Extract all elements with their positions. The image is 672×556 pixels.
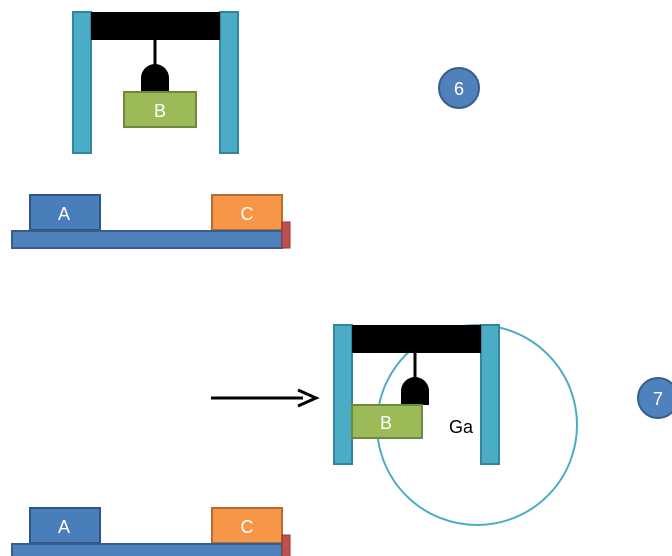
scene-bottom: B Ga 7 A C [11, 324, 672, 556]
gate-label: Ga [449, 417, 474, 437]
block-a-label: A [58, 204, 70, 224]
block-a [29, 507, 101, 544]
arrow-head-icon [297, 388, 320, 408]
gantry-left-post [72, 11, 92, 154]
platform-stopper [281, 221, 291, 249]
gripper-icon [401, 377, 429, 405]
platform [11, 230, 283, 249]
block-c [211, 507, 283, 544]
step-badge [438, 67, 480, 109]
block-b-label: B [380, 413, 392, 433]
gantry-left-post [333, 324, 353, 465]
step-badge [637, 377, 672, 419]
gantry-beam [352, 325, 481, 353]
gantry-beam [91, 12, 220, 40]
step-badge-label: 7 [653, 389, 663, 409]
block-b [123, 91, 197, 128]
scene-top: B A C 6 [11, 11, 480, 249]
gripper-icon [141, 64, 169, 92]
block-b-label: B [154, 101, 166, 121]
platform-stopper [281, 534, 291, 556]
gantry-right-post [480, 324, 500, 465]
block-a-label: A [58, 517, 70, 537]
gantry-right-post [219, 11, 239, 154]
block-a [29, 194, 101, 231]
block-c-label: C [241, 517, 254, 537]
step-badge-label: 6 [454, 79, 464, 99]
block-c-label: C [241, 204, 254, 224]
block-b [351, 404, 423, 439]
platform [11, 543, 283, 556]
